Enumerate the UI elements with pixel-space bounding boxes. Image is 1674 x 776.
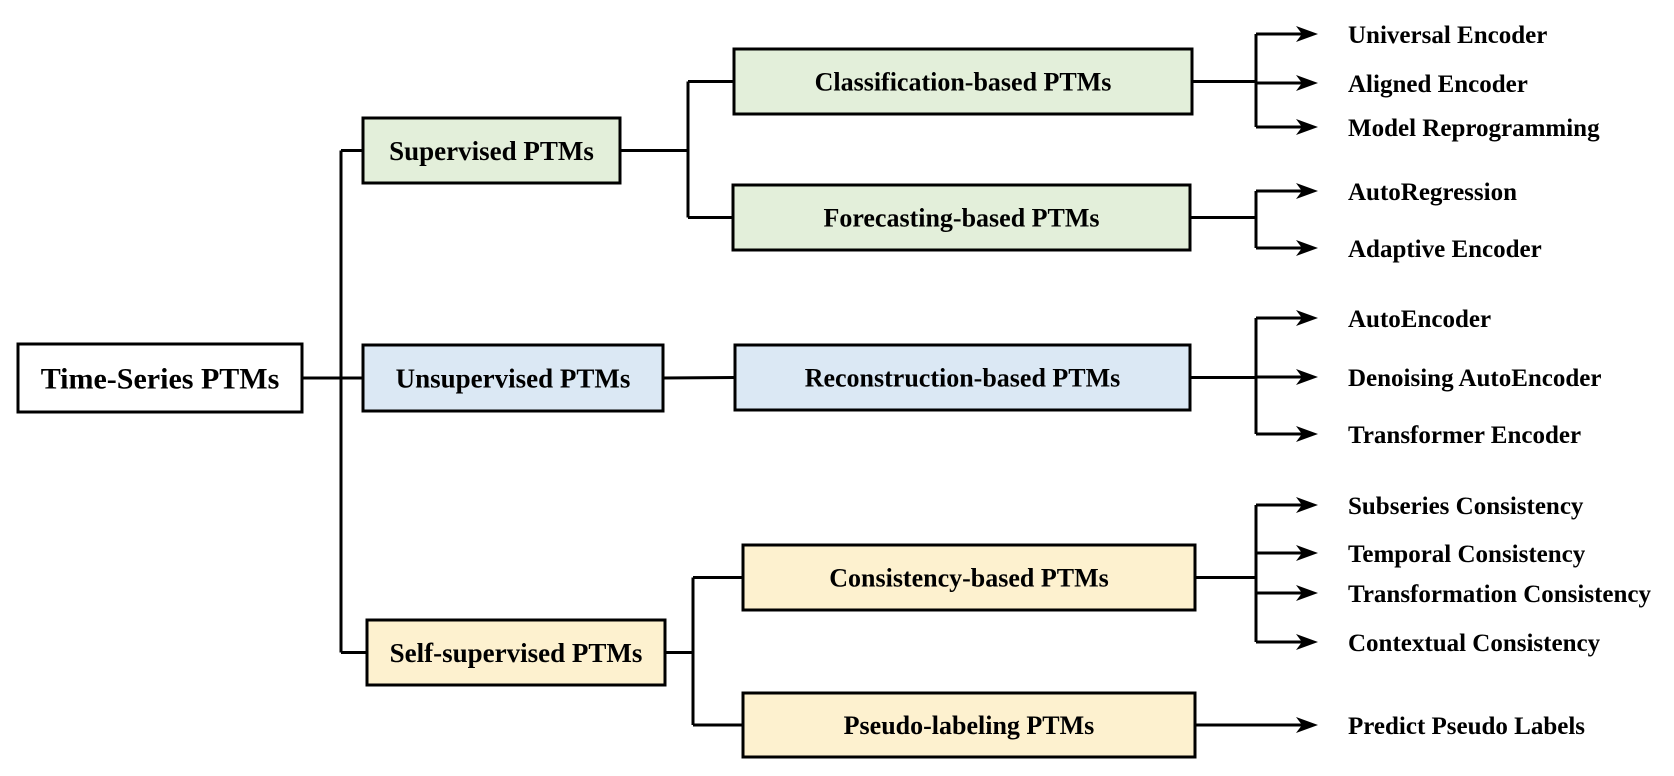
branch-self-supervised-ptms-label: Self-supervised PTMs [390,638,643,668]
right-arrow-icon [1296,240,1318,256]
group-reconstruction-based-ptms-box [733,343,1192,412]
branch-self-supervised-ptms-box [365,618,667,687]
leaf-label-predict-pseudo-labels: Predict Pseudo Labels [1348,713,1585,740]
branch-unsupervised-ptms-label: Unsupervised PTMs [396,363,631,393]
leaf-label-denoising-autoencoder: Denoising AutoEncoder [1348,365,1602,392]
leaf-label-transformer-encoder: Transformer Encoder [1348,422,1581,449]
leaf-label-aligned-encoder: Aligned Encoder [1348,71,1528,98]
group-reconstruction-based-ptms-label: Reconstruction-based PTMs [805,364,1121,393]
right-arrow-icon [1296,497,1318,513]
right-arrow-icon [1296,717,1318,733]
child-connector [662,376,736,380]
root-node-box [16,342,304,414]
leaf-label-autoregression: AutoRegression [1348,179,1517,206]
leaf-label-adaptive-encoder: Adaptive Encoder [1348,236,1542,263]
right-arrow-icon [1296,183,1318,199]
leaf-label-universal-encoder: Universal Encoder [1348,22,1547,49]
right-arrow-icon [1296,634,1318,650]
right-arrow-icon [1296,545,1318,561]
group-pseudo-labeling-ptms-box [741,691,1197,759]
branch-supervised-ptms-label: Supervised PTMs [389,136,594,166]
leaf-label-temporal-consistency: Temporal Consistency [1348,541,1586,568]
leaf-label-model-reprogramming: Model Reprogramming [1348,115,1600,142]
leaf-label-autoencoder: AutoEncoder [1348,306,1491,333]
leaf-label-subseries-consistency: Subseries Consistency [1348,493,1584,520]
group-forecasting-based-ptms-label: Forecasting-based PTMs [823,204,1099,233]
right-arrow-icon [1296,119,1318,135]
group-consistency-based-ptms-label: Consistency-based PTMs [829,564,1109,593]
right-arrow-icon [1296,585,1318,601]
right-arrow-icon [1296,369,1318,385]
leaf-label-transformation-consistency: Transformation Consistency [1348,581,1652,608]
right-arrow-icon [1296,310,1318,326]
right-arrow-icon [1296,426,1318,442]
group-classification-based-ptms-box [732,47,1194,116]
group-pseudo-labeling-ptms-label: Pseudo-labeling PTMs [844,711,1095,740]
right-arrow-icon [1296,26,1318,42]
group-forecasting-based-ptms-box [731,183,1192,252]
root-node-label: Time-Series PTMs [41,363,280,396]
group-classification-based-ptms-label: Classification-based PTMs [815,68,1112,97]
right-arrow-icon [1296,75,1318,91]
branch-supervised-ptms-box [361,116,622,185]
leaf-label-contextual-consistency: Contextual Consistency [1348,630,1601,657]
